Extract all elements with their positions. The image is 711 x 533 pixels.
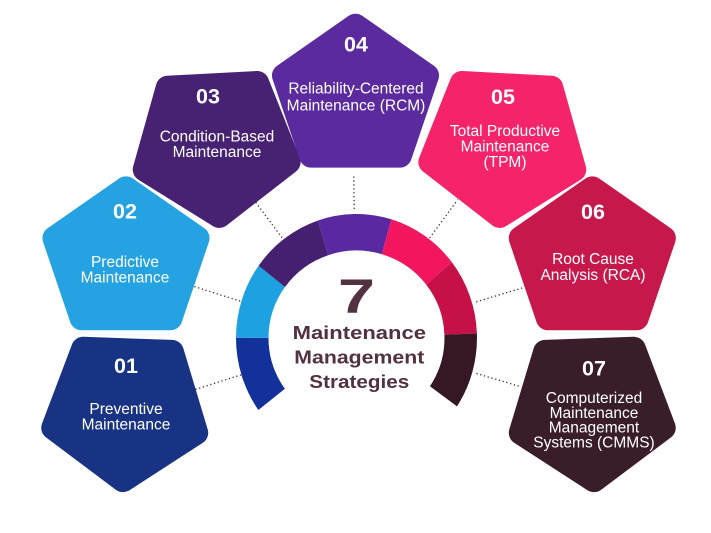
svg-text:Maintenance: Maintenance — [293, 322, 426, 343]
svg-text:06: 06 — [581, 200, 605, 224]
svg-text:Computerized: Computerized — [546, 390, 643, 407]
svg-text:(TPM): (TPM) — [483, 154, 526, 171]
svg-text:Predictive: Predictive — [91, 254, 159, 271]
svg-text:Maintenance: Maintenance — [550, 405, 639, 422]
svg-text:Management: Management — [549, 420, 640, 437]
svg-text:Maintenance (RCM): Maintenance (RCM) — [287, 97, 426, 114]
svg-text:7: 7 — [338, 271, 375, 324]
svg-text:05: 05 — [491, 85, 515, 109]
svg-text:Maintenance: Maintenance — [82, 417, 171, 434]
svg-text:Maintenance: Maintenance — [173, 144, 262, 161]
svg-text:02: 02 — [113, 199, 137, 223]
svg-text:Total Productive: Total Productive — [450, 123, 560, 140]
svg-text:Management: Management — [294, 347, 424, 368]
svg-text:04: 04 — [344, 32, 368, 56]
svg-text:Reliability-Centered: Reliability-Centered — [288, 81, 423, 98]
svg-text:Preventive: Preventive — [89, 401, 162, 418]
svg-text:Maintenance: Maintenance — [461, 138, 550, 155]
svg-text:Root Cause: Root Cause — [552, 251, 634, 268]
svg-text:03: 03 — [196, 85, 220, 109]
svg-text:Strategies: Strategies — [309, 371, 409, 392]
svg-text:Condition-Based: Condition-Based — [160, 128, 275, 145]
svg-text:Maintenance: Maintenance — [81, 270, 170, 287]
svg-text:01: 01 — [114, 354, 138, 378]
svg-text:07: 07 — [582, 356, 606, 380]
svg-text:Analysis (RCA): Analysis (RCA) — [540, 267, 645, 284]
svg-text:Systems (CMMS): Systems (CMMS) — [533, 434, 654, 451]
